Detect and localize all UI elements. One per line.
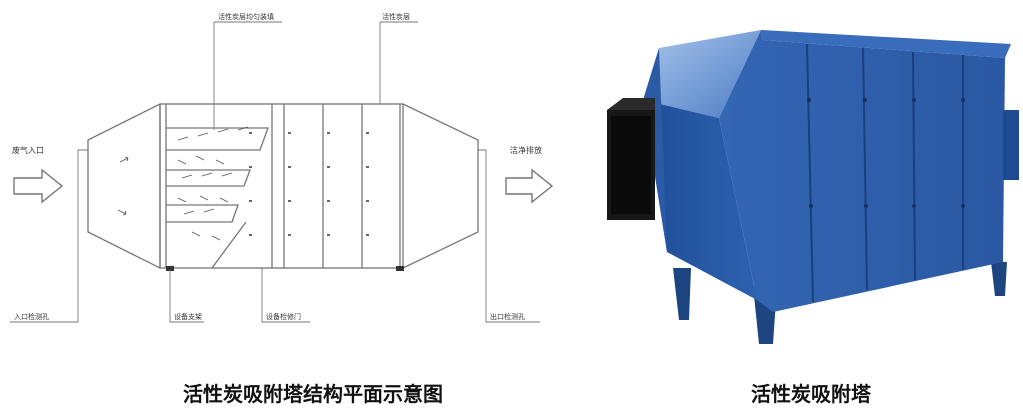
inlet-arrow-icon bbox=[13, 168, 64, 204]
top-callout-leaders bbox=[213, 21, 418, 130]
callout-support: 设备支架 bbox=[174, 312, 202, 321]
callout-top-tower: 活性炭层 bbox=[382, 12, 410, 21]
bed-markers bbox=[249, 132, 369, 236]
callout-top-filter: 活性炭层均匀装填 bbox=[218, 12, 274, 21]
support-foot-right bbox=[396, 266, 404, 271]
product-caption: 活性炭吸附塔 bbox=[751, 382, 871, 406]
support-foot-left bbox=[166, 266, 174, 271]
schematic-caption: 活性炭吸附塔结构平面示意图 bbox=[183, 382, 443, 406]
callout-inlet-port: 入口检测孔 bbox=[14, 312, 49, 321]
outlet-label: 洁净排放 bbox=[510, 145, 542, 155]
tower-main-body bbox=[719, 30, 1005, 312]
bottom-callout-leaders bbox=[10, 149, 540, 323]
callout-outlet-port: 出口检测孔 bbox=[490, 312, 525, 321]
panel-seams bbox=[806, 43, 964, 303]
callout-access-door: 设备检修门 bbox=[266, 312, 301, 321]
tower-illustration bbox=[607, 30, 1019, 344]
tower-top-hood bbox=[643, 30, 761, 118]
outlet-flange bbox=[1003, 110, 1019, 180]
schematic-diagram: 废气入口 bbox=[10, 12, 554, 323]
inlet-label: 废气入口 bbox=[12, 145, 44, 155]
panel-bolts bbox=[807, 98, 965, 208]
tower-outline bbox=[87, 102, 479, 270]
tower-inlet-hood bbox=[643, 100, 757, 300]
flow-arrows bbox=[117, 126, 249, 241]
tower-roof bbox=[761, 30, 1011, 58]
outlet-arrow-icon bbox=[505, 168, 554, 204]
inlet-flange bbox=[607, 98, 655, 220]
